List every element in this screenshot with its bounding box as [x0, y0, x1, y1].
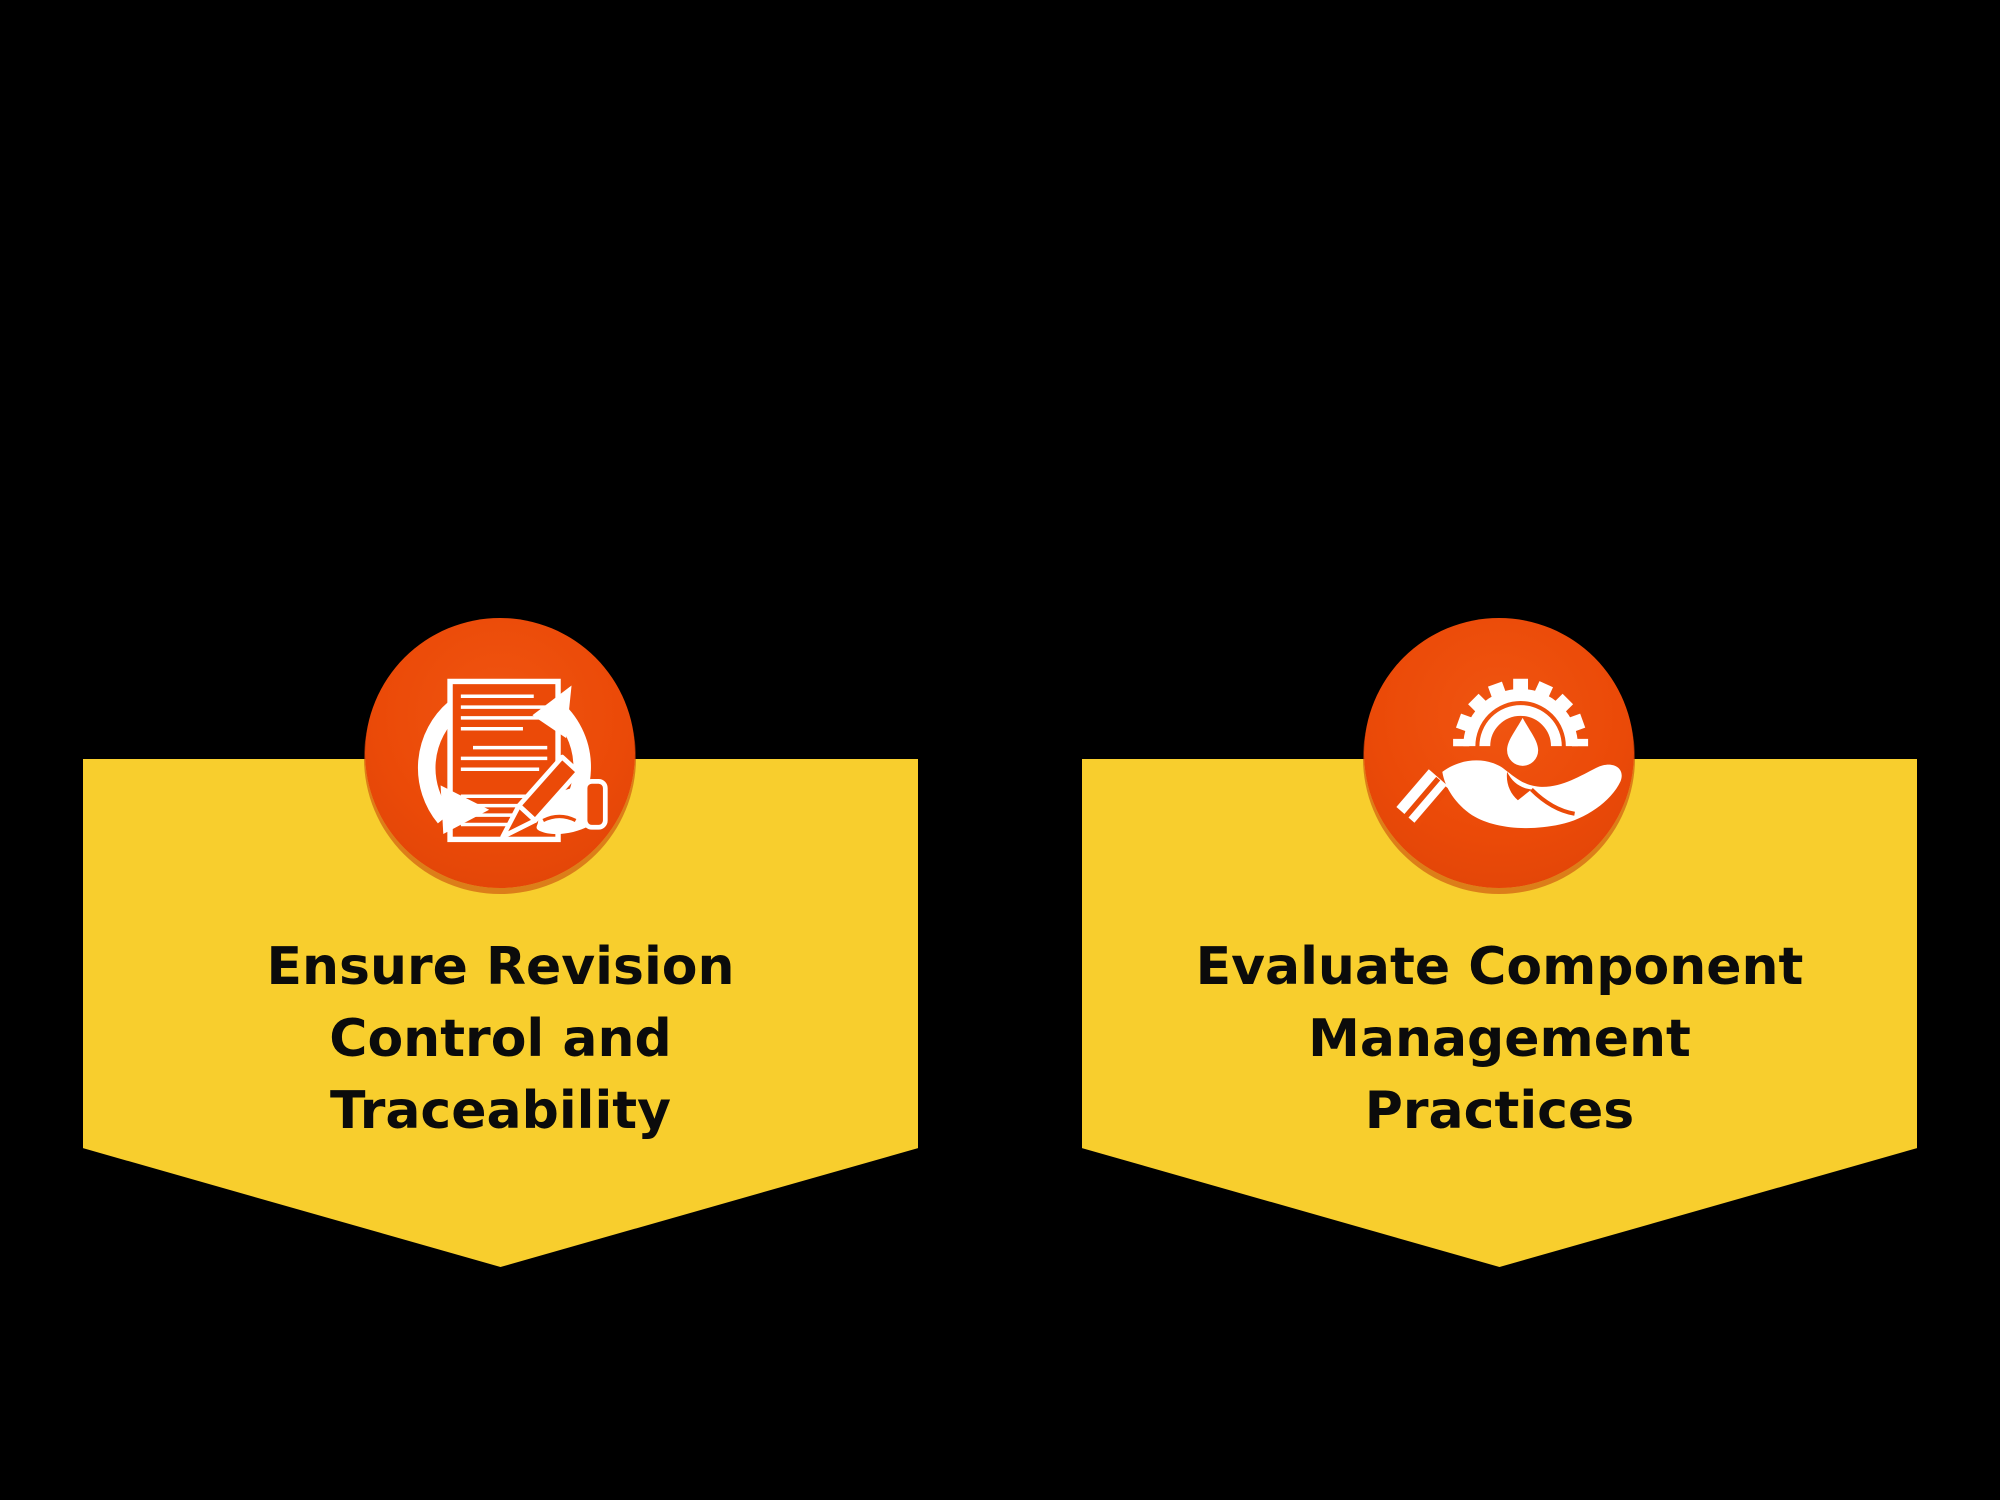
gear-droplet-hand-icon [1396, 678, 1622, 829]
title-line: Control and [329, 1009, 672, 1069]
title-line: Management [1308, 1009, 1691, 1069]
document-revision-sync-icon [418, 678, 608, 843]
title-line: Traceability [329, 1081, 672, 1141]
card-component-management: Evaluate Component Management Practices [1082, 618, 1917, 1267]
title-line: Practices [1364, 1081, 1635, 1141]
title-line: Evaluate Component [1195, 937, 1804, 997]
card-revision-control: Ensure Revision Control and Traceability [83, 618, 918, 1267]
icon-circle-revision [365, 618, 635, 888]
card-title: Evaluate Component Management Practices [1082, 931, 1917, 1147]
icon-circle-component [1364, 618, 1634, 888]
title-line: Ensure Revision [266, 937, 735, 997]
card-title: Ensure Revision Control and Traceability [83, 931, 918, 1147]
